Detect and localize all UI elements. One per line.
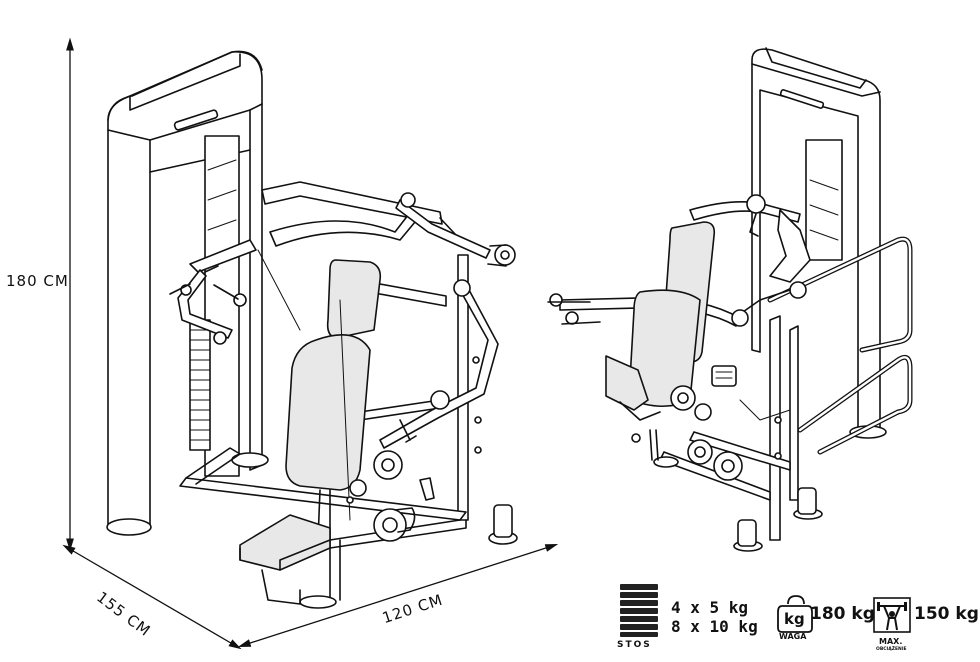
machine-weight-value: 180 kg	[810, 604, 875, 624]
dimension-lines	[62, 37, 559, 650]
weightlifter-icon	[873, 597, 911, 633]
left-machine-view	[106, 50, 518, 609]
weight-stack-icon	[620, 584, 658, 637]
max-load-sublabel: OBCIĄŻENIE	[876, 647, 907, 652]
stack-line-2: 8 x 10 kg	[671, 617, 758, 636]
depth-dimension-line	[62, 544, 242, 650]
machine-weight-label: WAGA	[779, 632, 807, 641]
kettlebell-icon	[777, 595, 813, 633]
weight-stack-spec: 4 x 5 kg 8 x 10 kg	[671, 598, 758, 636]
max-load-value: 150 kg	[914, 604, 979, 624]
stack-label: STOS	[617, 640, 652, 650]
width-dimension-line	[237, 544, 559, 647]
kg-badge: kg	[784, 610, 805, 628]
stack-line-1: 4 x 5 kg	[671, 598, 749, 617]
max-load-label: MAX.	[879, 637, 903, 646]
height-dimension-label: 180 CM	[6, 272, 69, 290]
right-machine-view	[547, 47, 913, 552]
